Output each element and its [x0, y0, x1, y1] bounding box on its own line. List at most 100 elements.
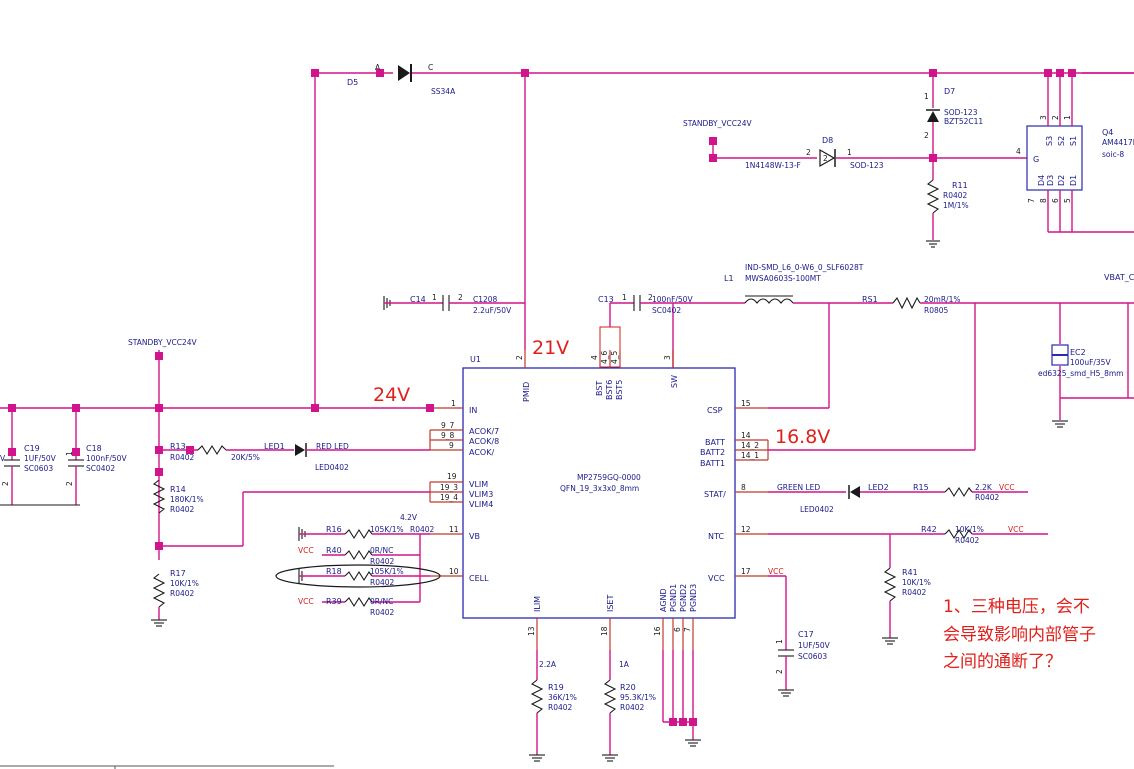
r19-ref: R19: [548, 683, 564, 692]
ntc-network: R42 10K/1% R0402 VCC R41 10K/1% R0402: [768, 525, 1048, 645]
u1-pin-wires: 1 9_7 9_8 9 19 19_3 19_4 11 10 2 4 4_6 4…: [429, 350, 769, 650]
q4-s2: S2: [1057, 136, 1066, 146]
pin-pmid: PMID: [522, 382, 531, 402]
c18-p2: 2: [65, 481, 74, 486]
pin-ilim: ILIM: [533, 596, 542, 612]
d5-anode: A: [375, 63, 381, 72]
pin-vlim: VLIM: [469, 480, 488, 489]
r40-vcc: VCC: [298, 546, 314, 555]
pin-bst: BST: [595, 381, 604, 396]
c13-ref: C13: [598, 295, 614, 304]
r41-pkg: R0402: [902, 588, 927, 597]
r16-pkg: R0402: [410, 525, 435, 534]
mosfet-q4: Q4 AM4417P soic-8 G 4 S3 S2 S1 D4 D3 D2 …: [1016, 72, 1134, 233]
d8-pin1: 1: [847, 148, 852, 157]
standby-label-top: STANDBY_VCC24V: [683, 119, 752, 128]
c14-p2: 2: [458, 293, 463, 302]
pin-bst6: BST6: [605, 380, 614, 400]
r42-vcc: VCC: [1008, 525, 1024, 534]
pin-num-acok: 9: [449, 441, 454, 450]
r17-pkg: R0402: [170, 589, 195, 598]
pin-num-in: 1: [451, 399, 456, 408]
r39-pkg: R0402: [370, 608, 395, 617]
q4-p8: 8: [1039, 198, 1048, 203]
sense-wires: [768, 407, 975, 451]
c19-ref: C19: [24, 444, 40, 453]
c19-value: 1UF/50V: [24, 454, 57, 463]
q4-p5: 5: [1063, 198, 1072, 203]
pin-num-vcc: 17: [741, 567, 751, 576]
rs1-ref: RS1: [862, 295, 878, 304]
pin-sw: SW: [670, 375, 679, 388]
vcc-cap: VCC C17 1UF/50V SC0603 1 2: [768, 567, 831, 697]
r40-pkg: R0402: [370, 557, 395, 566]
q4-p3: 3: [1039, 115, 1048, 120]
led1-pkg: LED0402: [315, 463, 349, 472]
pin-num-vlim: 19: [447, 472, 457, 481]
rs1-pkg: R0805: [924, 306, 949, 315]
r19-pkg: R0402: [548, 703, 573, 712]
pin-ntc: NTC: [708, 532, 724, 541]
u1-ref: U1: [470, 355, 481, 364]
d8-value: 1N4148W-13-F: [745, 161, 801, 170]
r42-ref: R42: [921, 525, 937, 534]
pin-num-acok7: 9_7: [441, 421, 455, 430]
q4-p7: 7: [1027, 198, 1036, 203]
r41-value: 10K/1%: [902, 578, 931, 587]
pin-acok7: ACOK/7: [469, 427, 499, 436]
pin-num-vlim3: 19_3: [440, 483, 458, 492]
pin-num-agnd: 16: [653, 626, 662, 636]
annotation-24v: 24V: [373, 384, 410, 406]
pin-bst5: BST5: [615, 380, 624, 400]
q4-p1: 1: [1063, 115, 1072, 120]
l1-pkg: IND-SMD_L6_0-W6_0_SLF6028T: [745, 263, 864, 272]
led1-value: RED LED: [316, 442, 349, 451]
q4-pkg: soic-8: [1102, 150, 1124, 159]
d8-pkg: SOD-123: [850, 161, 884, 170]
ec2-ref: EC2: [1070, 348, 1086, 357]
pin-in: IN: [469, 406, 477, 415]
pin-num-sw: 3: [663, 355, 672, 360]
pin-num-pgnd1: 6: [673, 627, 682, 632]
d7-p2: 2: [924, 131, 929, 140]
d8-pin2: 2: [806, 148, 811, 157]
pin-num-pmid: 2: [515, 355, 524, 360]
pin-num-csp: 15: [741, 399, 751, 408]
r39-vcc: VCC: [298, 597, 314, 606]
c14-ref: C14: [410, 295, 426, 304]
r13-value: 20K/5%: [231, 453, 260, 462]
c17-pkg: SC0603: [798, 652, 827, 661]
r13-pkg: R0402: [170, 453, 195, 462]
q4-d3: D3: [1046, 175, 1055, 186]
gate-network: D7 SOD-123 BZT52C11 1 2 STANDBY_VCC24V 1…: [683, 73, 1027, 248]
question-line-3: 之间的通断了？: [943, 652, 1062, 672]
r14-pkg: R0402: [170, 505, 195, 514]
pin-batt1: BATT1: [700, 459, 725, 468]
c17-vcc: VCC: [768, 567, 784, 576]
c19-left-label: V: [0, 454, 6, 463]
led2-value: GREEN LED: [777, 483, 820, 492]
pin-num-iset: 18: [600, 626, 609, 636]
acok-led: R13 R0402 20K/5% LED1 RED LED LED0402: [155, 442, 430, 472]
pin-vb: VB: [469, 532, 480, 541]
c19-p2: 2: [1, 481, 10, 486]
c18-pkg: SC0402: [86, 464, 115, 473]
c17-p1: 1: [775, 639, 784, 644]
q4-p4: 4: [1016, 147, 1021, 156]
pin-csp: CSP: [707, 406, 723, 415]
r16-ref: R16: [326, 525, 342, 534]
r13-ref: R13: [170, 442, 186, 451]
pin-vlim4: VLIM4: [469, 500, 493, 509]
pin-num-vb: 11: [449, 525, 459, 534]
q4-d4: D4: [1037, 175, 1046, 186]
question-line-1: 1、三种电压，会不: [943, 597, 1090, 617]
r15-value: 2.2K: [975, 483, 993, 492]
q4-gate: G: [1033, 155, 1039, 164]
c13-pkg: SC0402: [652, 306, 681, 315]
r18-ref: R18: [326, 567, 342, 576]
rs1-value: 20mR/1%: [924, 295, 961, 304]
pin-num-pgnd3: 7: [683, 627, 692, 632]
d7-p1: 1: [924, 92, 929, 101]
r20-ref: R20: [620, 683, 636, 692]
